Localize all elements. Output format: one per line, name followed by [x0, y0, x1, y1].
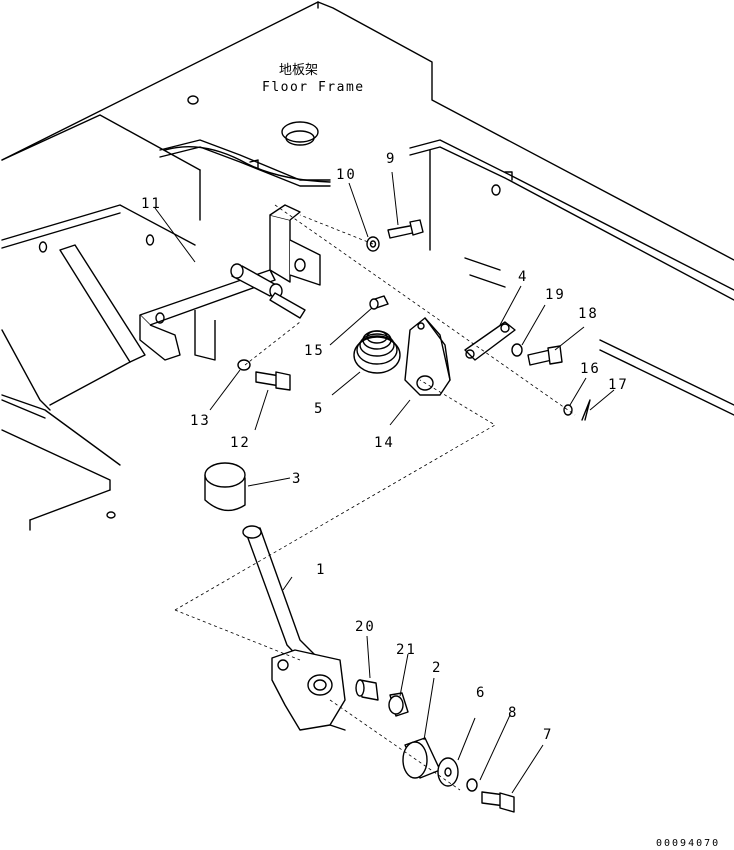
floor-frame: [1, 1, 734, 531]
washer-16: [563, 404, 573, 416]
callout-1: 1: [316, 562, 326, 578]
callout-9: 9: [386, 151, 396, 167]
callout-7: 7: [543, 727, 553, 743]
nut-21: [388, 692, 409, 717]
callout-11: 11: [141, 196, 162, 212]
bushing-2: [402, 737, 441, 779]
drawing-code: 00094070: [656, 838, 720, 849]
bolt-9: [387, 219, 424, 239]
callout-17: 17: [608, 377, 629, 393]
bushing-20: [355, 679, 379, 701]
callout-6: 6: [476, 685, 486, 701]
callout-20: 20: [355, 619, 376, 635]
bolt-18: [527, 345, 563, 366]
bracket-11: [139, 204, 321, 361]
callout-8: 8: [508, 705, 518, 721]
assembly-lines: [174, 204, 576, 791]
frame-title-english: Floor Frame: [262, 80, 365, 95]
callout-2: 2: [432, 660, 442, 676]
plate-14: [404, 317, 451, 396]
callout-12: 12: [230, 435, 251, 451]
cotter-pin-17: [581, 399, 591, 421]
washer-6: [437, 757, 459, 787]
callout-21: 21: [396, 642, 417, 658]
bolt-12: [255, 371, 291, 391]
callout-14: 14: [374, 435, 395, 451]
pin-15: [369, 295, 389, 310]
knob-3: [204, 462, 246, 512]
callout-4: 4: [518, 269, 528, 285]
spring-5: [353, 330, 401, 374]
plate-4: [464, 321, 516, 361]
callout-3: 3: [292, 471, 302, 487]
callout-13: 13: [190, 413, 211, 429]
leader-lines: [154, 171, 615, 794]
washer-8: [466, 778, 478, 792]
callout-18: 18: [578, 306, 599, 322]
callout-16: 16: [580, 361, 601, 377]
callout-10: 10: [336, 167, 357, 183]
washer-19: [511, 343, 523, 357]
washer-13: [237, 359, 251, 371]
frame-title-chinese: 地板架: [279, 63, 318, 78]
callout-19: 19: [545, 287, 566, 303]
bolt-7: [481, 791, 515, 813]
lever-1: [242, 525, 346, 731]
callout-5: 5: [314, 401, 324, 417]
callout-15: 15: [304, 343, 325, 359]
